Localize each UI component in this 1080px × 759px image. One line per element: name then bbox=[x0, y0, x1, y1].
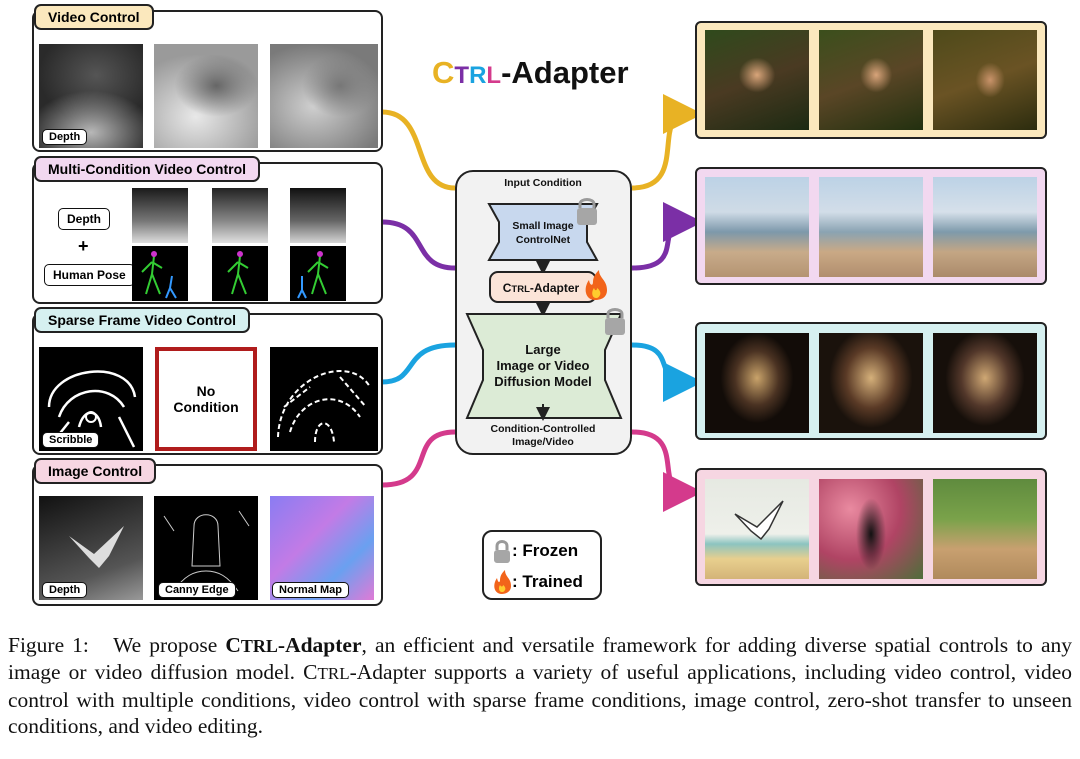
title-c: C bbox=[432, 55, 455, 90]
magenta-input-curve bbox=[381, 429, 456, 488]
cat-frame-3 bbox=[933, 30, 1037, 130]
lock-icon bbox=[494, 540, 510, 563]
fire-icon bbox=[585, 270, 607, 300]
lego-scene-image bbox=[933, 479, 1037, 579]
legend-box: : Frozen : Trained bbox=[482, 530, 602, 600]
lock-icon bbox=[605, 308, 625, 335]
magenta-output-arrow bbox=[631, 429, 703, 512]
caption-ctrl-adapter-bold: CTRL-Adapter bbox=[225, 633, 361, 657]
beach-frame-2 bbox=[819, 177, 923, 277]
video-control-title: Video Control bbox=[34, 4, 154, 30]
hallway-frame-2 bbox=[819, 333, 923, 433]
multi-condition-title: Multi-Condition Video Control bbox=[34, 156, 261, 182]
fire-icon bbox=[494, 570, 511, 594]
caption-trl: TRL bbox=[317, 664, 350, 683]
ctrl-adapter-title: CTRL-Adapter bbox=[432, 55, 629, 91]
title-l: L bbox=[486, 62, 502, 89]
purple-output-arrow bbox=[631, 202, 703, 271]
scribble-frame-3 bbox=[270, 347, 378, 451]
purple-input-curve bbox=[381, 219, 456, 271]
video-control-panel: Video Control Depth bbox=[32, 4, 383, 152]
adapter-c: C bbox=[503, 281, 512, 295]
sparse-frame-panel: Sparse Frame Video Control Scribble No C… bbox=[32, 307, 383, 455]
multi-depth-3 bbox=[290, 188, 346, 243]
connector-lines bbox=[381, 94, 703, 512]
legend-trained-row: : Trained bbox=[492, 570, 583, 594]
beach-frame-3 bbox=[933, 177, 1037, 277]
small-controlnet-line2: ControlNet bbox=[516, 234, 571, 246]
hallway-frame-3 bbox=[933, 333, 1037, 433]
caption-text-3: , an efficient and versatile framework f… bbox=[8, 633, 1073, 684]
caption-bold-c: C bbox=[225, 633, 241, 657]
human-pose-tag: Human Pose bbox=[44, 264, 135, 286]
plus-sign: + bbox=[78, 236, 89, 256]
caption-label: Figure 1: bbox=[8, 633, 89, 657]
multi-pose-1 bbox=[132, 246, 188, 301]
no-condition-box: No Condition bbox=[155, 347, 257, 451]
multi-depth-2 bbox=[212, 188, 268, 243]
sparse-frame-title: Sparse Frame Video Control bbox=[34, 307, 251, 333]
multi-pose-2 bbox=[212, 246, 268, 301]
gold-input-curve bbox=[381, 109, 456, 191]
depth-frame-2 bbox=[154, 44, 258, 148]
large-model-line1: Large bbox=[525, 342, 560, 357]
title-t: T bbox=[454, 62, 470, 89]
legend-frozen-label: : Frozen bbox=[512, 541, 579, 560]
legend-trained-label: : Trained bbox=[512, 572, 583, 591]
caption-text-5: -Adapter supports a variety of useful ap… bbox=[8, 660, 1072, 738]
caption-c: C bbox=[303, 660, 318, 684]
normal-map-tag: Normal Map bbox=[272, 582, 349, 598]
caption-text-1: We propose bbox=[113, 633, 226, 657]
beach-frame-1 bbox=[705, 177, 809, 277]
small-controlnet-line1: Small Image bbox=[512, 220, 573, 232]
canny-edge-tag: Canny Edge bbox=[158, 582, 236, 598]
multi-pose-3 bbox=[290, 246, 346, 301]
image-control-panel: Image Control Depth Canny Edge Normal Ma… bbox=[32, 458, 383, 606]
adapter-trl: TRL bbox=[511, 284, 530, 295]
title-rest: -Adapter bbox=[501, 55, 629, 90]
cat-frame-2 bbox=[819, 30, 923, 130]
output-label-line2: Image/Video bbox=[512, 436, 574, 448]
output-sparse-frame bbox=[695, 322, 1047, 440]
depth-frame-3 bbox=[270, 44, 378, 148]
darth-vader-image bbox=[819, 479, 923, 579]
multi-depth-1 bbox=[132, 188, 188, 243]
multi-condition-panel: Multi-Condition Video Control Depth + Hu… bbox=[32, 156, 383, 304]
depth-condition-tag: Depth bbox=[58, 208, 110, 230]
cyan-output-arrow bbox=[631, 342, 703, 402]
caption-bold-trl: TRL bbox=[240, 636, 278, 656]
depth-tag: Depth bbox=[42, 129, 88, 145]
framework-diagram: Input Condition Small Image ControlNet C… bbox=[465, 177, 625, 448]
large-model-line3: Diffusion Model bbox=[494, 374, 592, 389]
output-image-control bbox=[695, 468, 1047, 586]
hallway-frame-1 bbox=[705, 333, 809, 433]
title-r: R bbox=[469, 62, 487, 89]
no-condition-line2: Condition bbox=[173, 399, 239, 415]
caption-bold-rest: -Adapter bbox=[277, 633, 362, 657]
cyan-input-curve bbox=[381, 342, 456, 385]
adapter-rest: -Adapter bbox=[530, 281, 580, 295]
image-control-title: Image Control bbox=[34, 458, 157, 484]
figure-caption: Figure 1: We propose CTRL-Adapter, an ef… bbox=[8, 632, 1072, 739]
cat-frame-1 bbox=[705, 30, 809, 130]
output-multi-condition bbox=[695, 167, 1047, 285]
lock-icon bbox=[577, 198, 597, 225]
scribble-tag: Scribble bbox=[42, 432, 100, 448]
legend-frozen-row: : Frozen bbox=[492, 539, 578, 563]
large-model-line2: Image or Video bbox=[497, 358, 590, 373]
image-depth-tag: Depth bbox=[42, 582, 88, 598]
output-label-line1: Condition-Controlled bbox=[491, 423, 596, 435]
no-condition-line1: No bbox=[196, 383, 216, 399]
ctrl-adapter-block-label: CTRL-Adapter bbox=[503, 281, 580, 295]
gold-output-arrow bbox=[631, 94, 703, 191]
output-video-control bbox=[695, 21, 1047, 139]
input-condition-label: Input Condition bbox=[504, 177, 582, 189]
seagull-image bbox=[705, 479, 809, 579]
